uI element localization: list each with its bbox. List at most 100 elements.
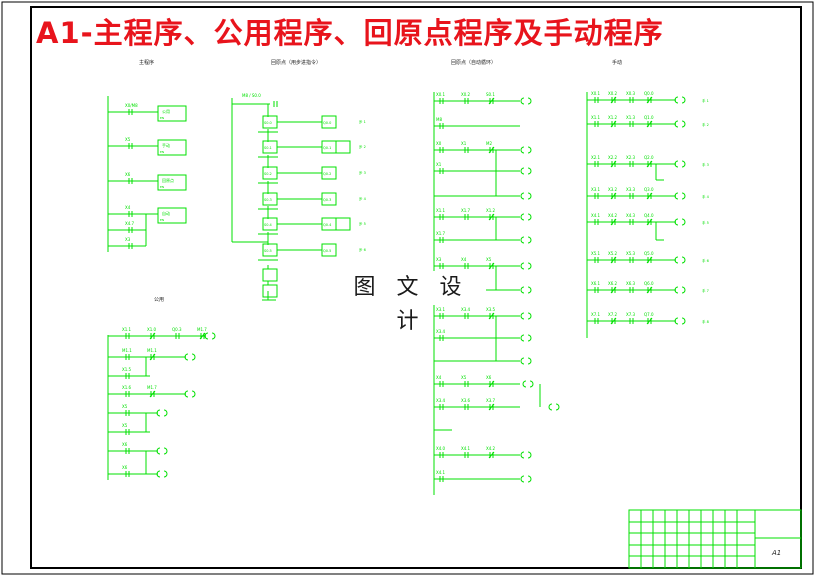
wire [610, 256, 617, 264]
contact-label: X3 [436, 257, 442, 262]
coil [674, 192, 679, 200]
manual-note: 手 5 [702, 220, 709, 225]
inner-frame [30, 6, 802, 569]
contact-label: X1.5 [122, 367, 132, 372]
contact-label: X5.3 [626, 251, 636, 256]
section-label-manual: 手动 [612, 60, 623, 66]
step-label: S0.2 [264, 172, 272, 176]
coil [520, 357, 525, 365]
block-label: 自动 [162, 210, 170, 216]
contact-label: Q4.0 [644, 213, 654, 218]
contact-label: X4.1 [436, 470, 446, 475]
contact-label: X3 [125, 237, 131, 242]
coil [520, 236, 525, 244]
coil [156, 447, 161, 455]
contact-label: X4 [125, 205, 131, 210]
contact-label: Q6.0 [644, 281, 654, 286]
contact-label: X3.2 [608, 187, 618, 192]
coil [674, 160, 679, 168]
manual-note: 手 8 [702, 319, 709, 324]
coil [527, 312, 532, 320]
wire [149, 390, 156, 398]
coil [681, 96, 686, 104]
coil [681, 317, 686, 325]
output-label: Q0.0 [323, 121, 331, 125]
coil [520, 262, 525, 270]
coil [520, 167, 525, 175]
section-label-auto: 回原点（自动循环） [451, 60, 497, 66]
coil [156, 470, 161, 478]
box [321, 115, 337, 129]
box [262, 284, 278, 298]
wire [488, 146, 495, 154]
contact-label: X1 [436, 162, 442, 167]
wire [610, 317, 617, 325]
box [335, 217, 351, 231]
contact-label: X4.0 [436, 446, 446, 451]
manual-note: 手 7 [702, 288, 709, 293]
contact-label: M1.1 [122, 348, 132, 353]
contact-label: X1 [461, 141, 467, 146]
coil [527, 286, 532, 294]
contact-label: X6.1 [591, 281, 601, 286]
coil [681, 256, 686, 264]
contact-label: Q0.3 [172, 327, 182, 332]
coil [674, 218, 679, 226]
block-label: EN [160, 150, 164, 154]
coil [674, 96, 679, 104]
step-label: S0.3 [264, 198, 272, 202]
contact-label: X0.2 [461, 92, 471, 97]
wire [610, 286, 617, 294]
wire [488, 403, 495, 411]
contact-label: X5 [125, 137, 131, 142]
coil [520, 213, 525, 221]
wire [610, 120, 617, 128]
block-label: EN [160, 218, 164, 222]
contact-label: X4 [461, 257, 467, 262]
contact-label: M1.7 [197, 327, 207, 332]
step-label: S0.1 [264, 146, 272, 150]
coil [520, 451, 525, 459]
contact-label: X0 [436, 141, 442, 146]
contact-label: X1.1 [436, 208, 446, 213]
contact-label: X6 [122, 442, 128, 447]
coil [163, 447, 168, 455]
contact-label: X4.2 [608, 213, 618, 218]
contact-label: X1.2 [608, 115, 618, 120]
coil [681, 120, 686, 128]
contact-label: X3.4 [461, 307, 471, 312]
coil [527, 236, 532, 244]
block-label: 回原点 [162, 177, 174, 183]
manual-note: 手 4 [702, 194, 710, 199]
step-note: 步 6 [359, 247, 366, 252]
contact-label: M8 / S0.0 [242, 93, 261, 98]
section-label-origin: 回原点（用步进指令） [271, 60, 322, 66]
coil [674, 317, 679, 325]
wire [646, 256, 653, 264]
step-label: S0.0 [264, 121, 272, 125]
coil [527, 357, 532, 365]
contact-label: X5 [122, 423, 128, 428]
coil [522, 380, 527, 388]
coil [191, 353, 196, 361]
contact-label: S0.1 [486, 92, 495, 97]
contact-label: X3.7 [486, 398, 496, 403]
step-note: 步 1 [359, 119, 366, 124]
output-label: Q0.1 [323, 146, 331, 150]
box [321, 192, 337, 206]
manual-note: 手 6 [702, 258, 709, 263]
contact-label: X3.4 [436, 329, 446, 334]
contact-label: X4.3 [626, 213, 636, 218]
box [628, 509, 802, 569]
contact-label: Q5.0 [644, 251, 654, 256]
box [157, 139, 187, 156]
coil [527, 146, 532, 154]
contact-label: X7.1 [591, 312, 601, 317]
coil [527, 97, 532, 105]
coil [520, 286, 525, 294]
step-label: S0.4 [264, 223, 273, 227]
wire [646, 120, 653, 128]
